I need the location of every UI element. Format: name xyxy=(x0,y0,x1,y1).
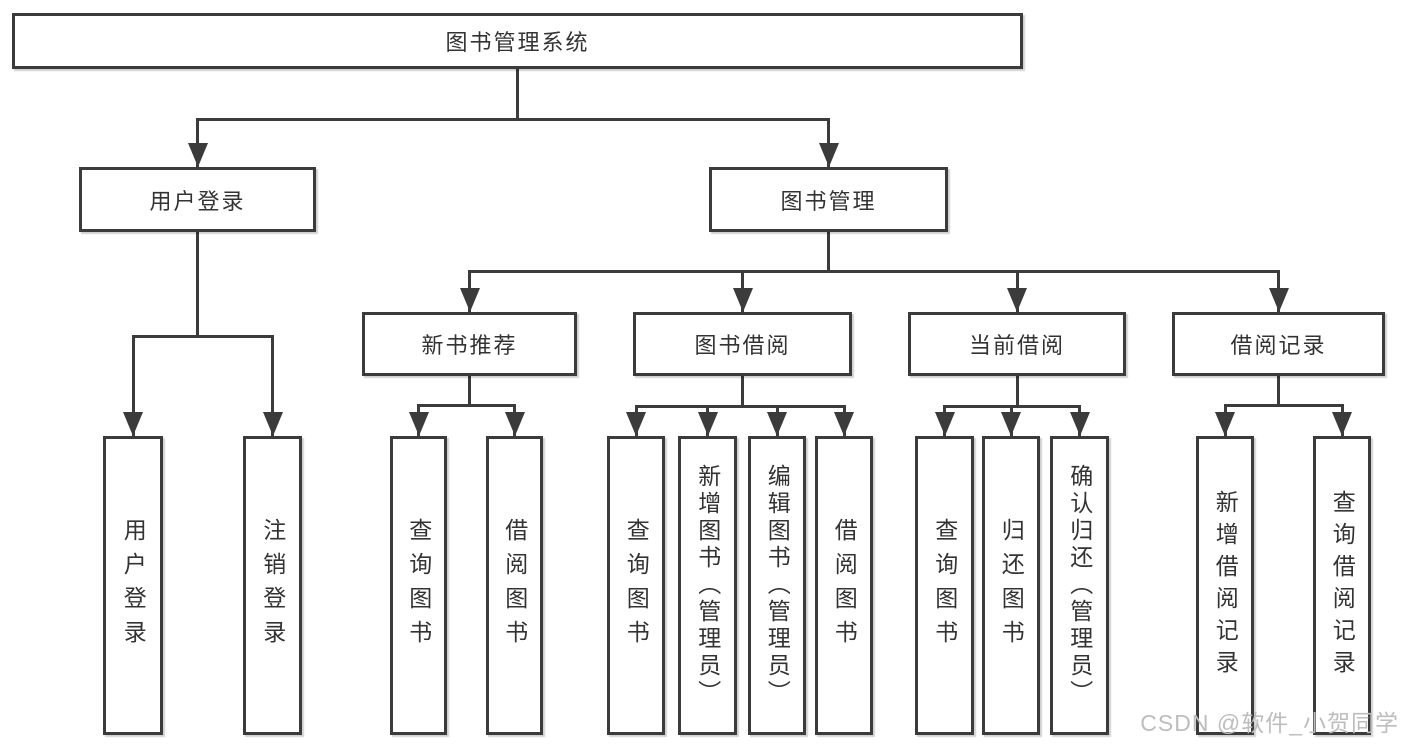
edge-arrow-root-user-login xyxy=(187,143,208,167)
node-user-login: 用户登录 xyxy=(79,167,316,232)
edge-arrow-book-mgmt-cur-borrow xyxy=(1007,288,1027,312)
node-label: 查询借阅记录 xyxy=(1329,489,1356,682)
edge-arrow-book-borrow-bb-edit xyxy=(767,412,787,436)
edge-drop-root-book-mgmt xyxy=(827,118,830,167)
edge-arrow-root-book-mgmt xyxy=(818,143,839,167)
edge-stub-book-mgmt xyxy=(827,232,830,273)
edge-arrow-book-mgmt-borrow-rec xyxy=(1268,288,1289,312)
edge-stub-new-rec xyxy=(468,376,471,407)
node-label: 归还图书 xyxy=(998,517,1025,654)
edge-stub-user-login xyxy=(196,232,199,338)
edge-arrow-cur-borrow-cb-return xyxy=(1001,412,1021,436)
node-label: 查询图书 xyxy=(931,517,958,654)
edge-junction-user-login xyxy=(131,335,274,338)
node-label: 新书推荐 xyxy=(421,333,518,358)
node-bb-query: 查询图书 xyxy=(607,436,665,735)
node-label: 用户登录 xyxy=(149,188,246,214)
node-logout: 注销登录 xyxy=(243,436,302,735)
node-label: 借阅图书 xyxy=(831,517,858,654)
node-label: 图书管理系统 xyxy=(445,30,590,55)
edge-arrow-cur-borrow-cb-query xyxy=(934,412,955,436)
edge-junction-borrow-rec xyxy=(1223,404,1344,407)
edge-arrow-user-login-login xyxy=(123,412,143,436)
edge-arrow-book-borrow-bb-query xyxy=(626,412,646,436)
edge-arrow-book-mgmt-new-rec xyxy=(459,288,480,312)
edge-stub-cur-borrow xyxy=(1015,376,1019,408)
node-br-query: 查询借阅记录 xyxy=(1313,436,1371,735)
watermark: CSDN @软件_小贺同学 xyxy=(1140,710,1399,736)
node-login: 用户登录 xyxy=(103,436,163,735)
node-root: 图书管理系统 xyxy=(12,13,1023,69)
edge-drop-user-login-login xyxy=(131,335,135,436)
node-cb-confirm: 确认归还（管理员） xyxy=(1050,436,1109,735)
node-cur-borrow: 当前借阅 xyxy=(908,312,1126,376)
edge-arrow-new-rec-nb-borrow xyxy=(504,412,525,436)
edge-drop-root-user-login xyxy=(196,118,199,167)
node-label: 查询图书 xyxy=(623,517,650,654)
edge-junction-book-borrow xyxy=(634,405,846,408)
node-label: 借阅记录 xyxy=(1230,333,1327,358)
edge-arrow-borrow-rec-br-add xyxy=(1215,412,1235,436)
edge-stub-borrow-rec xyxy=(1277,376,1280,407)
node-label: 当前借阅 xyxy=(968,333,1065,358)
edge-arrow-cur-borrow-cb-confirm xyxy=(1069,412,1090,436)
edge-arrow-book-mgmt-book-borrow xyxy=(732,288,753,312)
node-label: 用户登录 xyxy=(120,517,147,654)
node-nb-query: 查询图书 xyxy=(390,436,447,735)
edge-arrow-book-borrow-bb-add xyxy=(697,412,718,436)
node-borrow-rec: 借阅记录 xyxy=(1172,312,1385,376)
node-label: 新增图书（管理员） xyxy=(694,464,721,707)
node-book-borrow: 图书借阅 xyxy=(633,312,852,376)
edge-arrow-book-borrow-bb-borrow xyxy=(834,412,854,436)
node-br-add: 新增借阅记录 xyxy=(1196,436,1254,735)
node-label: 查询图书 xyxy=(405,517,432,654)
edge-junction-book-mgmt xyxy=(468,270,1280,273)
node-bb-edit: 编辑图书（管理员） xyxy=(748,436,806,735)
edge-stub-book-borrow xyxy=(741,376,744,408)
node-bb-borrow: 借阅图书 xyxy=(815,436,873,735)
edge-drop-user-login-logout xyxy=(271,335,274,436)
node-label: 新增借阅记录 xyxy=(1212,489,1239,682)
edge-stub-root xyxy=(516,69,519,121)
node-label: 确认归还（管理员） xyxy=(1066,464,1093,707)
node-bb-add: 新增图书（管理员） xyxy=(678,436,737,735)
node-label: 图书借阅 xyxy=(694,333,791,358)
node-label: 借阅图书 xyxy=(501,517,528,654)
node-new-rec: 新书推荐 xyxy=(362,312,577,376)
node-book-mgmt: 图书管理 xyxy=(709,167,948,232)
edge-arrow-user-login-logout xyxy=(262,412,283,436)
node-label: 图书管理 xyxy=(780,188,877,214)
edge-arrow-borrow-rec-br-query xyxy=(1332,412,1352,436)
edge-junction-root xyxy=(196,118,830,121)
node-cb-return: 归还图书 xyxy=(982,436,1040,735)
node-cb-query: 查询图书 xyxy=(915,436,974,735)
edge-arrow-new-rec-nb-query xyxy=(408,412,429,436)
node-label: 注销登录 xyxy=(259,517,286,654)
node-label: 编辑图书（管理员） xyxy=(764,464,791,707)
edge-junction-new-rec xyxy=(417,404,516,407)
node-nb-borrow: 借阅图书 xyxy=(486,436,543,735)
